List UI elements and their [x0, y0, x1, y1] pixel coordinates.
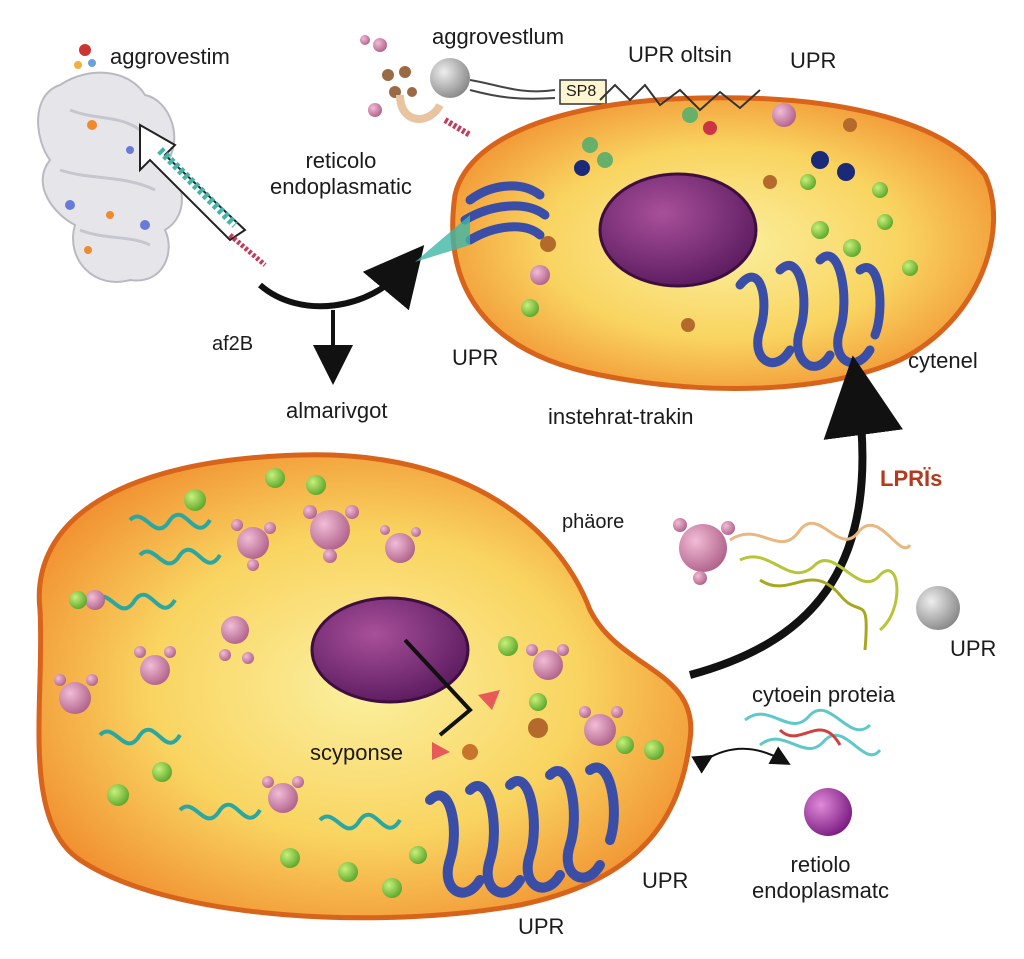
label-upr-right-mid: UPR — [950, 636, 997, 661]
label-scyponse: scyponse — [310, 740, 403, 765]
label-box-text: SP8 — [566, 83, 597, 100]
label-lpris: LPRÏs — [880, 466, 943, 491]
green-helix-arrow — [139, 123, 267, 267]
top-molecule-cluster — [360, 35, 607, 138]
label-instehrat-trakin: instehrat-trakin — [548, 404, 694, 429]
label-cytoein-proteia: cytoein proteia — [752, 682, 896, 707]
label-aggrovestim: aggrovestim — [110, 44, 230, 69]
label-upr-mid: UPR — [452, 345, 499, 370]
label-upr-bottom-right: UPR — [642, 868, 689, 893]
label-upr-bottom: UPR — [518, 914, 565, 939]
unfolded-protein-squiggle — [673, 518, 960, 651]
label-cytenel: cytenel — [908, 348, 978, 373]
flow-arrow-to-top-cell — [258, 244, 425, 311]
aggregate-protein-illustration — [37, 44, 183, 283]
top-cell-nucleus — [598, 172, 758, 288]
bottom-cell — [36, 452, 694, 921]
flow-arrow-up-right — [688, 355, 903, 679]
label-upr-top-right: UPR — [790, 48, 837, 73]
label-retiolo-endoplasmatc-bottom: retiolo endoplasmatc — [752, 852, 889, 904]
bottom-cell-nucleus — [310, 596, 470, 704]
label-upr-oltsin: UPR oltsin — [628, 42, 732, 67]
label-af2b: af2B — [212, 333, 254, 355]
cytoplasmic-protein-cluster — [744, 708, 882, 836]
label-aggrovestium: aggrovestlum — [432, 24, 565, 49]
top-cell — [415, 83, 997, 391]
label-reticolo-endoplasmatic-top: reticolo endoplasmatic — [270, 148, 412, 200]
label-phaore: phäore — [562, 511, 625, 533]
double-arrow — [691, 746, 791, 774]
label-almarivgot: almarivgot — [286, 398, 388, 423]
